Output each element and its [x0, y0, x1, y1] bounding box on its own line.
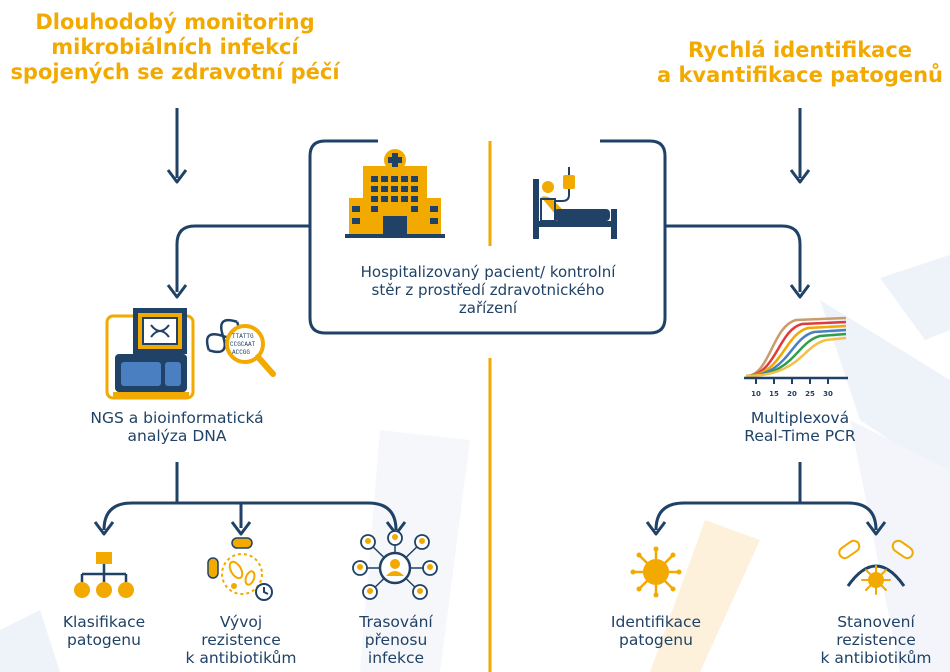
pcr-split	[654, 501, 878, 531]
right-branch-arrowhead	[789, 284, 811, 299]
classification-tree-icon	[74, 552, 134, 598]
right-title-arrowhead	[789, 169, 811, 184]
pcr-tick-label: 25	[805, 390, 815, 398]
center-box	[308, 139, 667, 335]
patient-bed-icon	[533, 167, 617, 239]
left-title-arrowhead	[166, 169, 188, 184]
resistance-evolution-icon	[207, 537, 273, 601]
ngs-screen-text-1: TTATTG	[232, 333, 254, 340]
left-branch-arrowhead	[166, 284, 188, 299]
ngs-sequencer-icon: TTATTG CCGCAAT ACCGG	[105, 308, 276, 400]
pcr-tick-label: 15	[769, 390, 779, 398]
ngs-screen-text-3: ACCGG	[232, 349, 250, 356]
pcr-tick-label: 30	[823, 390, 833, 398]
pcr-tick-label: 20	[787, 390, 797, 398]
pathogen-identification-icon	[630, 546, 682, 598]
left-branch	[175, 224, 310, 292]
transmission-network-icon	[352, 530, 438, 600]
right-branch	[665, 224, 802, 292]
resistance-determination-icon	[838, 539, 914, 595]
ngs-screen-text-2: CCGCAAT	[230, 341, 256, 348]
hospital-icon	[345, 149, 445, 238]
pcr-curves-icon: 10 15 20 25 30	[744, 316, 848, 398]
ngs-split	[102, 501, 398, 531]
pcr-tick-label: 10	[751, 390, 761, 398]
